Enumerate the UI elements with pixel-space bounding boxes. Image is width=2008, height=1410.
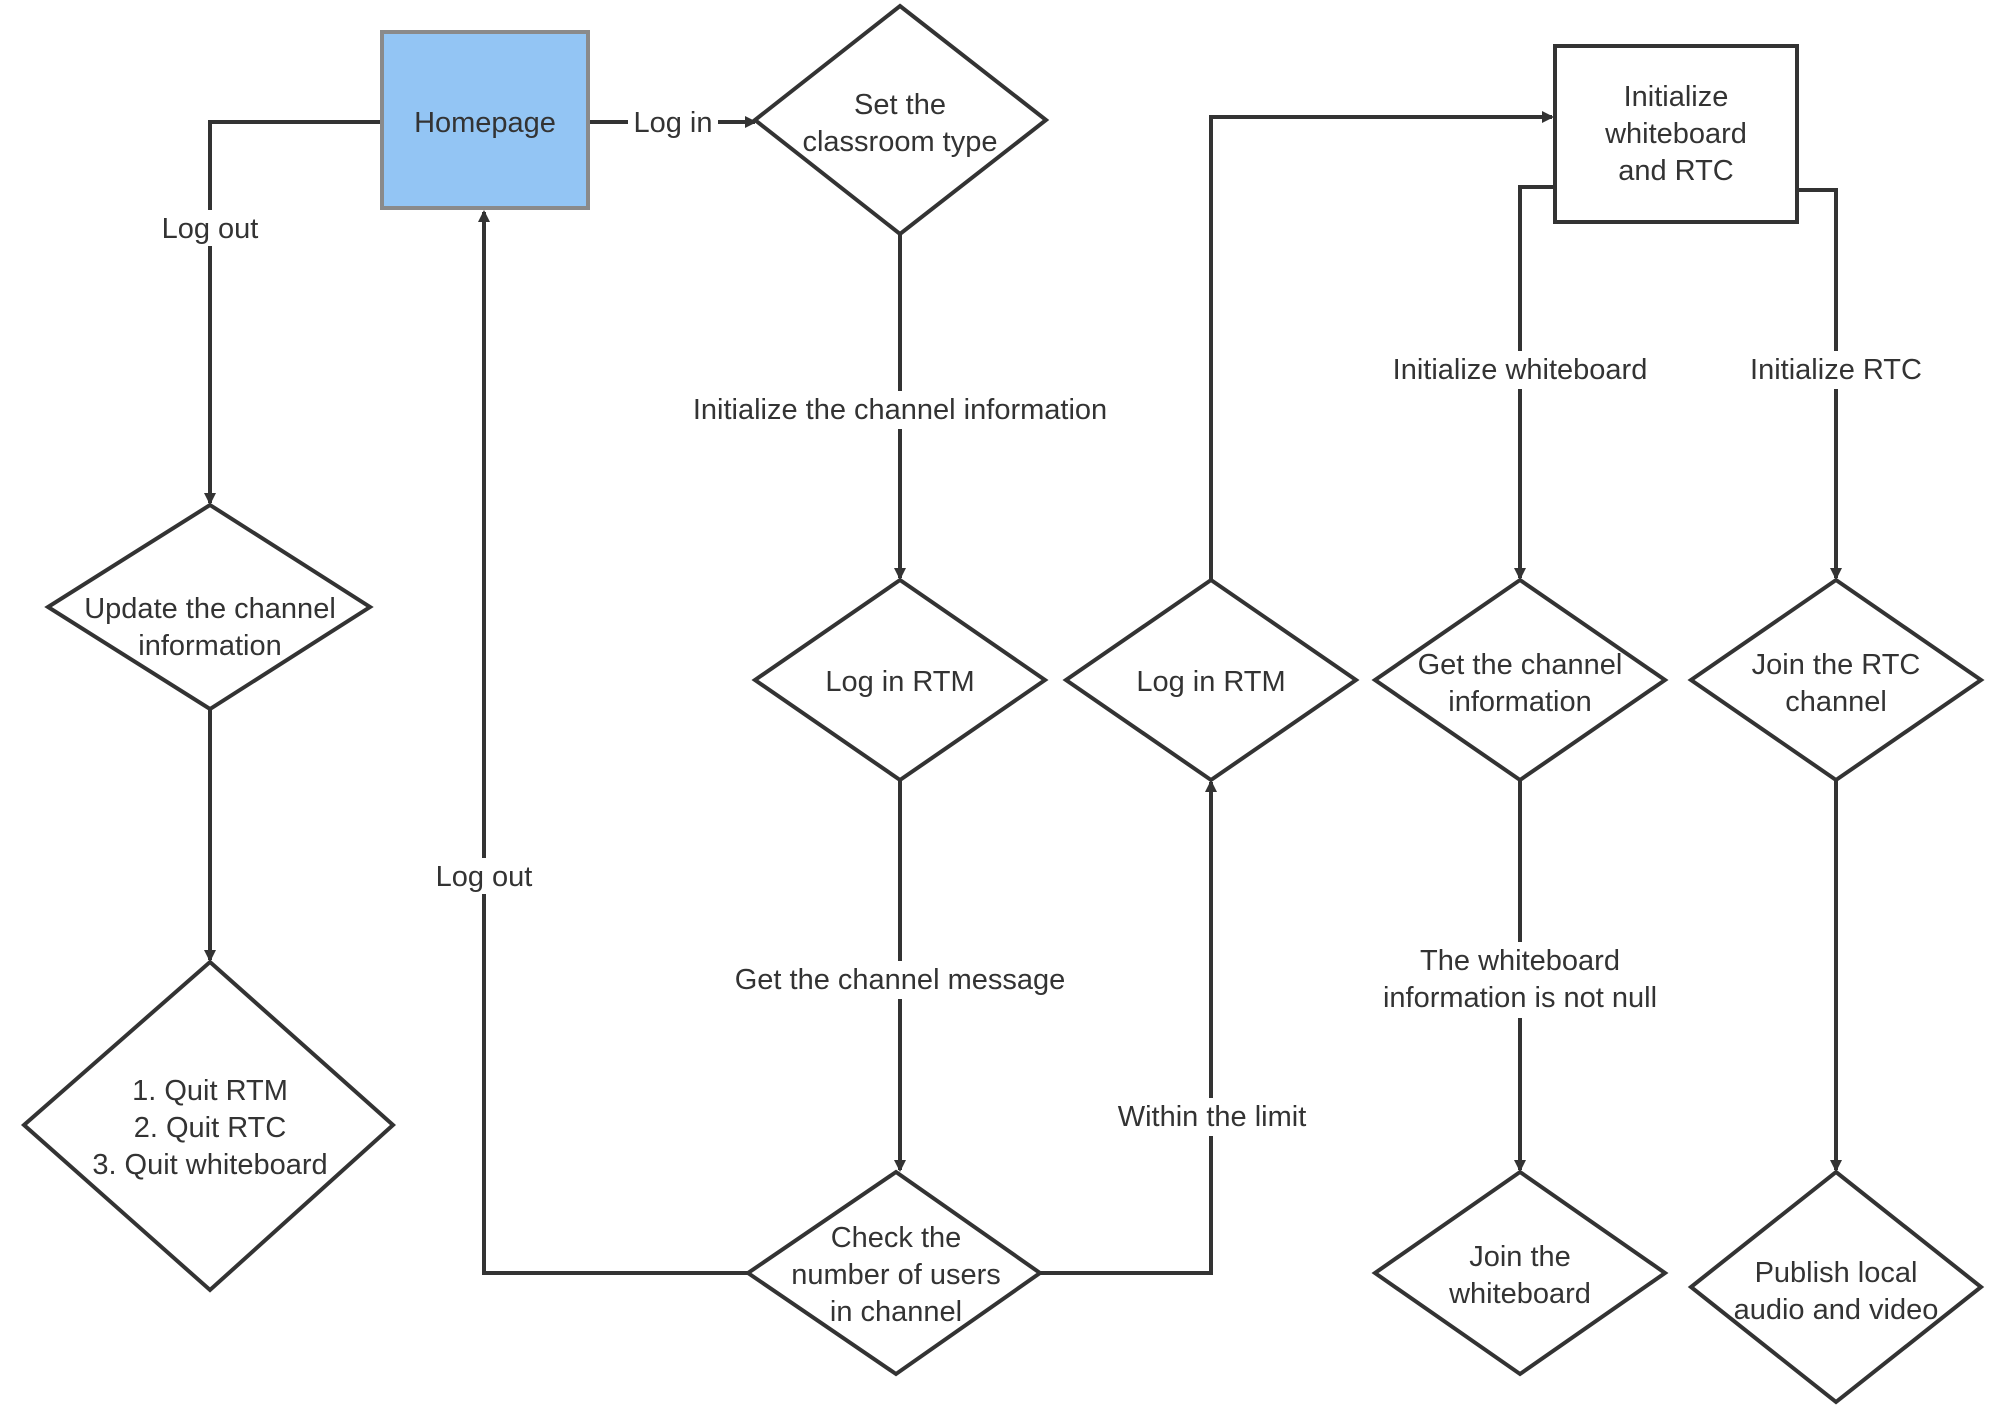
node-quit-all-shape [20, 959, 396, 1293]
node-join-whiteboard-line-1: Join the [1469, 1241, 1571, 1273]
edge-init-to-get-channel-info [1514, 185, 1555, 580]
node-join-whiteboard-shape [1371, 1169, 1669, 1377]
node-join-rtc-channel-line-2: channel [1785, 686, 1887, 718]
edge-label-log-in: Log in [628, 104, 718, 140]
edge-label-init-channel-info-text: Initialize the channel information [693, 394, 1107, 426]
node-homepage: Homepage [380, 30, 590, 210]
node-init-wb-rtc: Initialize whiteboard and RTC [1553, 44, 1799, 224]
node-check-users: Check the number of users in channel [744, 1169, 1044, 1377]
node-publish-av-line-2: audio and video [1734, 1294, 1939, 1326]
node-login-rtm-2-shape [1062, 577, 1360, 783]
edge-label-within-limit-text: Within the limit [1118, 1101, 1307, 1133]
node-get-channel-info-line-2: information [1448, 686, 1591, 718]
node-get-channel-info-line-1: Get the channel [1418, 649, 1623, 681]
node-login-rtm-2: Log in RTM [1062, 577, 1360, 783]
node-quit-all-line-2: 2. Quit RTC [134, 1112, 287, 1144]
node-login-rtm-1: Log in RTM [751, 577, 1049, 783]
edge-label-log-in-text: Log in [633, 107, 712, 139]
node-check-users-line-3: in channel [830, 1296, 962, 1328]
node-join-rtc-channel: Join the RTC channel [1687, 577, 1985, 783]
edge-label-init-whiteboard: Initialize whiteboard [1380, 351, 1660, 389]
node-login-rtm-2-label: Log in RTM [1136, 666, 1285, 698]
edge-label-log-out-middle-text: Log out [436, 861, 533, 893]
node-init-wb-rtc-line-1: Initialize [1624, 81, 1729, 113]
node-get-channel-info: Get the channel information [1371, 577, 1669, 783]
node-get-channel-info-shape [1371, 577, 1669, 783]
edge-label-wb-not-null-line-2: information is not null [1383, 982, 1657, 1014]
edge-label-within-limit: Within the limit [1108, 1098, 1316, 1136]
edge-login-rtm-2-to-init [1209, 111, 1554, 580]
edge-label-init-rtc-text: Initialize RTC [1750, 354, 1922, 386]
node-homepage-label: Homepage [414, 107, 556, 139]
node-quit-all-line-1: 1. Quit RTM [132, 1075, 288, 1107]
edge-label-wb-not-null-line-1: The whiteboard [1420, 945, 1620, 977]
node-publish-av-shape [1687, 1169, 1985, 1405]
node-check-users-shape [744, 1169, 1044, 1377]
node-update-channel-info-shape [44, 502, 374, 712]
node-set-classroom-type-line-1: Set the [854, 89, 946, 121]
node-check-users-line-1: Check the [831, 1222, 962, 1254]
node-publish-av: Publish local audio and video [1687, 1169, 1985, 1405]
edge-label-log-out-left-text: Log out [162, 213, 259, 245]
node-init-wb-rtc-shape [1553, 44, 1799, 224]
edge-label-get-channel-message-text: Get the channel message [735, 964, 1065, 996]
edge-label-init-whiteboard-text: Initialize whiteboard [1393, 354, 1648, 386]
node-join-whiteboard-line-2: whiteboard [1448, 1278, 1591, 1310]
node-join-rtc-channel-line-1: Join the RTC [1752, 649, 1921, 681]
edge-label-log-out-left: Log out [152, 210, 268, 246]
node-set-classroom-type-shape [751, 3, 1050, 237]
node-set-classroom-type: Set the classroom type [751, 3, 1050, 237]
edge-label-init-rtc: Initialize RTC [1742, 351, 1930, 389]
node-update-channel-info-line-1: Update the channel [84, 593, 336, 625]
node-join-rtc-channel-shape [1687, 577, 1985, 783]
node-check-users-line-2: number of users [791, 1259, 1001, 1291]
node-homepage-shape [380, 30, 590, 210]
node-set-classroom-type-line-2: classroom type [802, 126, 997, 158]
edge-label-get-channel-message: Get the channel message [722, 961, 1078, 999]
node-update-channel-info-line-2: information [138, 630, 281, 662]
edge-label-log-out-middle: Log out [426, 858, 542, 894]
edge-init-to-join-rtc [1797, 188, 1842, 580]
node-init-wb-rtc-line-2: whiteboard [1604, 118, 1747, 150]
edge-label-init-channel-info: Initialize the channel information [678, 391, 1122, 429]
node-quit-all-line-3: 3. Quit whiteboard [92, 1149, 327, 1181]
node-quit-all: 1. Quit RTM 2. Quit RTC 3. Quit whiteboa… [20, 959, 396, 1293]
node-login-rtm-1-label: Log in RTM [825, 666, 974, 698]
node-login-rtm-1-shape [751, 577, 1049, 783]
node-init-wb-rtc-line-3: and RTC [1618, 155, 1734, 187]
edge-label-wb-not-null: The whiteboard information is not null [1368, 942, 1672, 1018]
edge-check-users-to-homepage [478, 210, 748, 1275]
node-join-whiteboard: Join the whiteboard [1371, 1169, 1669, 1377]
edge-check-users-to-login-rtm-2 [1040, 780, 1217, 1275]
edge-homepage-to-update-channel [204, 120, 382, 505]
node-update-channel-info: Update the channel information [44, 502, 374, 712]
node-publish-av-line-1: Publish local [1755, 1257, 1918, 1289]
